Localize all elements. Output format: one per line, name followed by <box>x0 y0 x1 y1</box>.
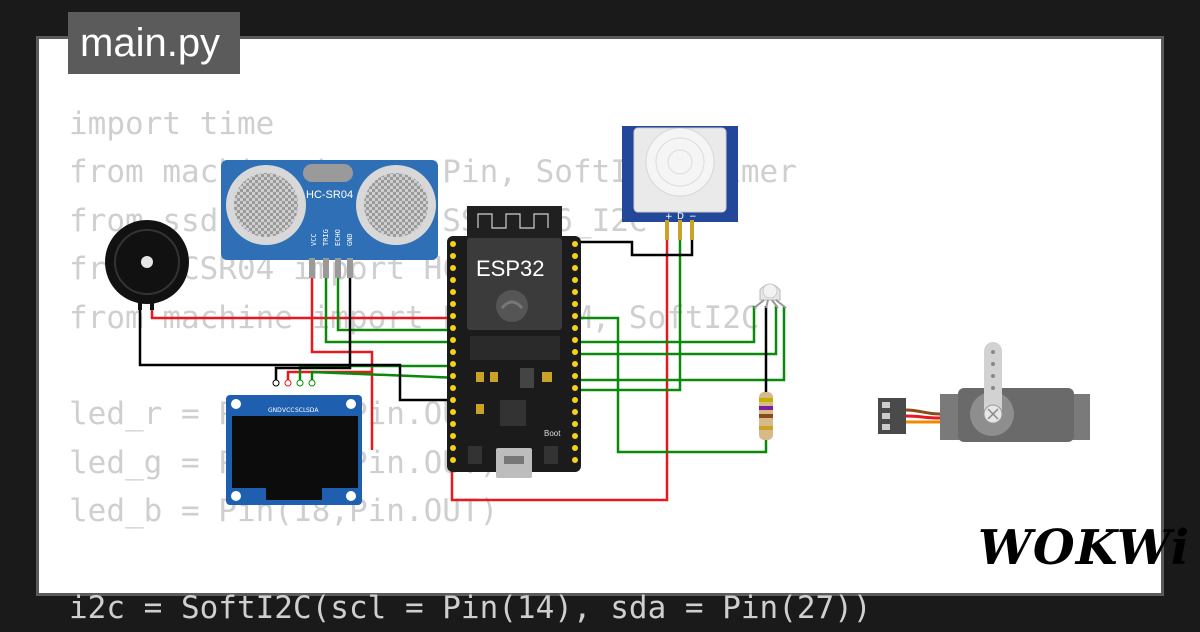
buzzer <box>105 220 189 310</box>
header-pin <box>450 301 456 307</box>
servo-motor <box>878 342 1090 442</box>
oled-display: GND VCC SCL SDA <box>226 379 362 505</box>
wire-red <box>310 276 374 450</box>
header-pin <box>572 397 578 403</box>
header-pin <box>450 289 456 295</box>
wire-black <box>138 285 460 402</box>
pin-label: SCL <box>295 407 307 414</box>
file-name-tab: main.py <box>68 12 240 74</box>
rgb-led <box>753 283 787 309</box>
wire-green <box>570 238 682 392</box>
wokwi-logo: WOKWi <box>978 520 1191 576</box>
header-pin <box>572 265 578 271</box>
pin-label: + <box>665 212 673 222</box>
pin-label: TRIG <box>322 229 330 246</box>
header-pin <box>450 409 456 415</box>
wire-green <box>310 370 461 380</box>
boot-label: Boot <box>544 429 561 438</box>
header-pin <box>450 373 456 379</box>
pin-header-right <box>572 241 578 463</box>
header-pin <box>572 361 578 367</box>
header-pin <box>572 457 578 463</box>
code-line: i2c = SoftI2C(scl = Pin(14), sda = Pin(2… <box>69 589 872 626</box>
header-pin <box>572 301 578 307</box>
pin-label: VCC <box>310 233 318 246</box>
pin-label: GND <box>268 407 282 414</box>
header-pin <box>450 349 456 355</box>
pin-label: − <box>689 212 697 222</box>
header-pin <box>450 457 456 463</box>
wire-green <box>570 306 786 382</box>
wire-green <box>570 306 756 344</box>
pin-label: SDA <box>306 407 319 414</box>
header-pin <box>450 385 456 391</box>
header-pin <box>450 445 456 451</box>
header-pin <box>572 313 578 319</box>
esp32-board: ESP32 Boot <box>447 206 581 478</box>
wire-green <box>324 276 460 344</box>
header-pin <box>450 265 456 271</box>
header-pin <box>450 241 456 247</box>
pin-label: ECHO <box>334 229 342 246</box>
esp32-label: ESP32 <box>476 256 545 281</box>
wires <box>138 238 786 502</box>
header-pin <box>572 241 578 247</box>
wire-black <box>274 276 352 380</box>
header-pin <box>450 313 456 319</box>
header-pin <box>572 421 578 427</box>
header-pin <box>572 337 578 343</box>
pin-label: VCC <box>282 407 294 414</box>
header-pin <box>572 445 578 451</box>
header-pin <box>450 433 456 439</box>
wire-red <box>286 370 372 380</box>
header-pin <box>572 385 578 391</box>
wire-red <box>150 300 460 320</box>
header-pin <box>572 433 578 439</box>
header-pin <box>450 325 456 331</box>
wire-black <box>570 238 694 257</box>
pin-label: D <box>677 212 684 222</box>
header-pin <box>572 289 578 295</box>
resistor <box>759 392 773 440</box>
header-pin <box>572 277 578 283</box>
header-pin <box>572 325 578 331</box>
header-pin <box>450 421 456 427</box>
ultrasonic-sensor: HC-SR04 VCC TRIG ECHO GND <box>221 160 438 278</box>
pin-label: GND <box>346 233 354 246</box>
wire-green <box>570 316 768 454</box>
header-pin <box>450 337 456 343</box>
code-line: import time <box>69 106 275 142</box>
ultrasonic-label: HC-SR04 <box>306 189 353 201</box>
header-pin <box>450 397 456 403</box>
header-pin <box>572 253 578 259</box>
wire-green <box>570 306 778 356</box>
pin-header-left <box>450 241 456 463</box>
header-pin <box>450 361 456 367</box>
header-pin <box>572 373 578 379</box>
pir-sensor: + D − <box>622 126 738 240</box>
header-pin <box>572 349 578 355</box>
header-pin <box>572 409 578 415</box>
header-pin <box>450 253 456 259</box>
header-pin <box>450 277 456 283</box>
diagram-canvas <box>36 36 1164 596</box>
wire-green <box>336 276 460 332</box>
